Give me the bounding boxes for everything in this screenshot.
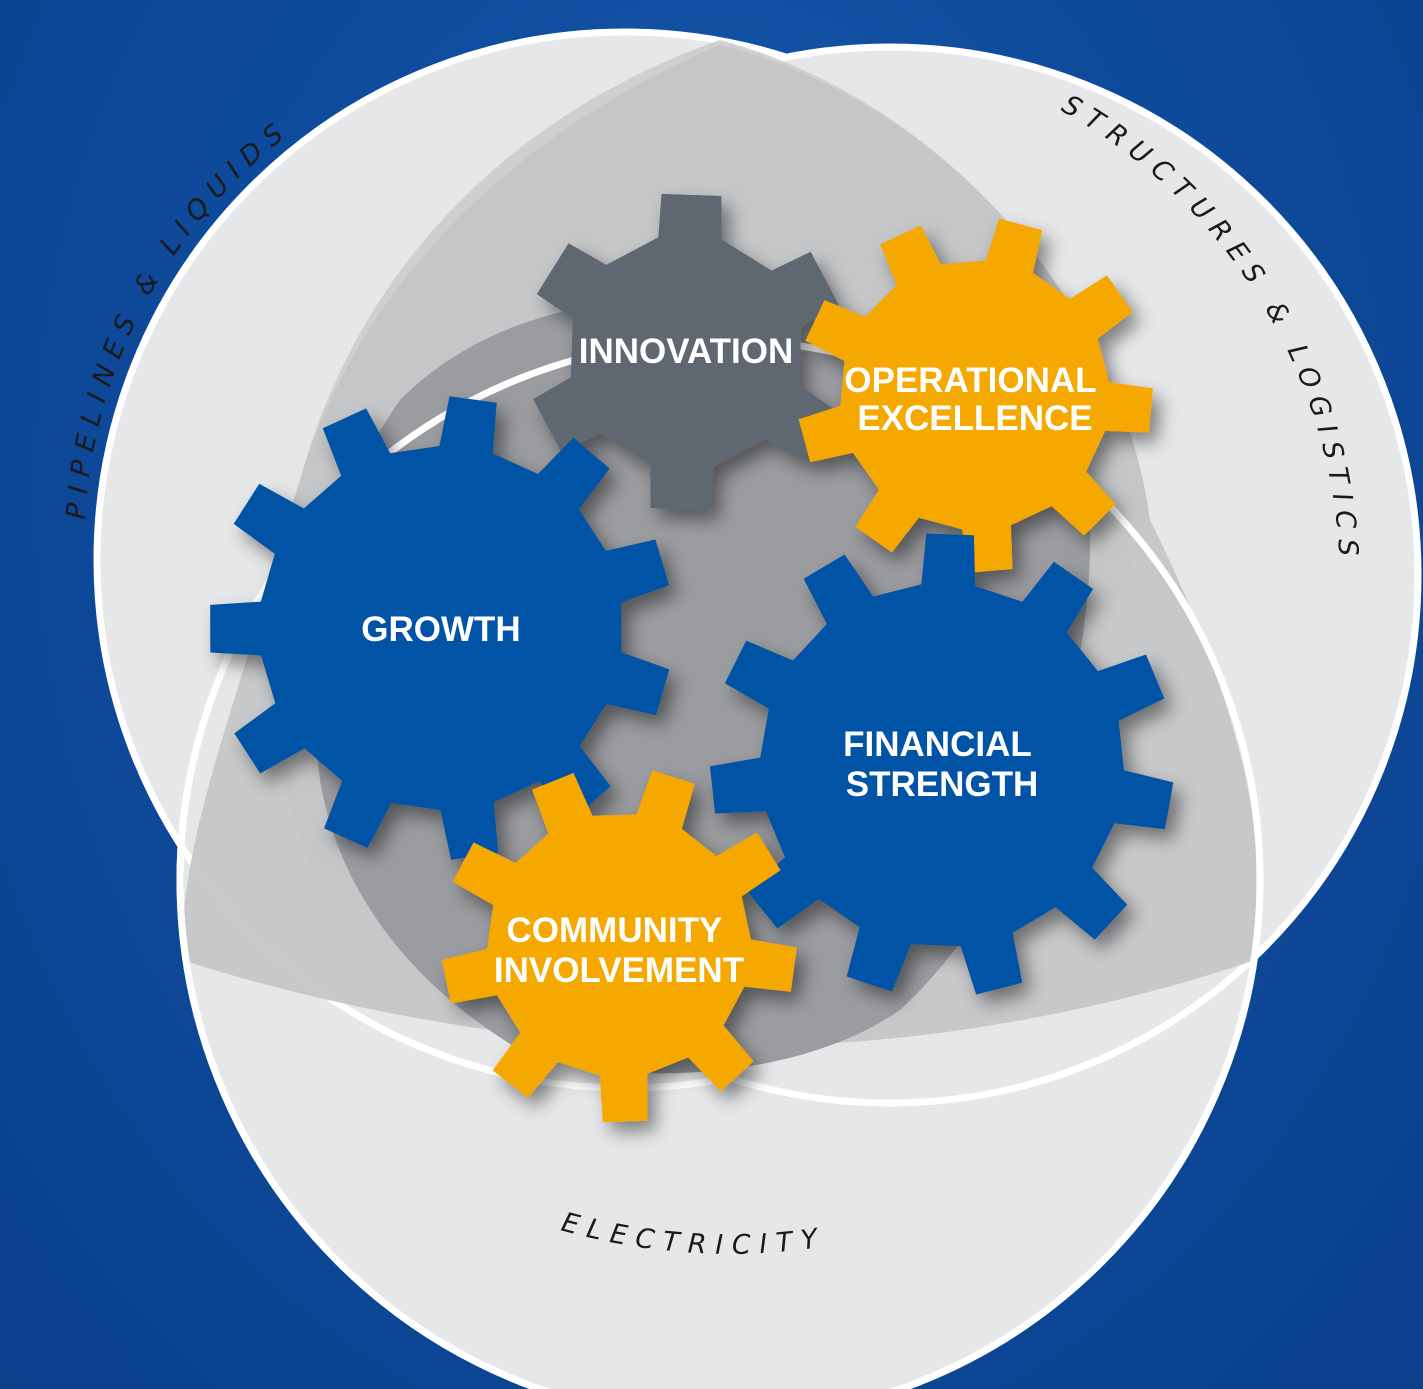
gear-financial-strength — [710, 533, 1174, 995]
gear-label-operational-excellence: OPERATIONAL EXCELLENCE — [844, 361, 1105, 438]
gear-community-involvement — [441, 770, 797, 1123]
gear-growth — [210, 396, 670, 860]
gear-innovation — [533, 193, 839, 511]
gear-label-community-involvement: COMMUNITY INVOLVEMENT — [494, 911, 744, 990]
gear-label-growth: GROWTH — [361, 610, 520, 649]
gears — [210, 193, 1174, 1123]
gear-label-financial-strength: FINANCIAL STRENGTH — [843, 725, 1041, 804]
gear-operational-excellence — [798, 218, 1153, 573]
gear-label-innovation: INNOVATION — [579, 332, 794, 371]
